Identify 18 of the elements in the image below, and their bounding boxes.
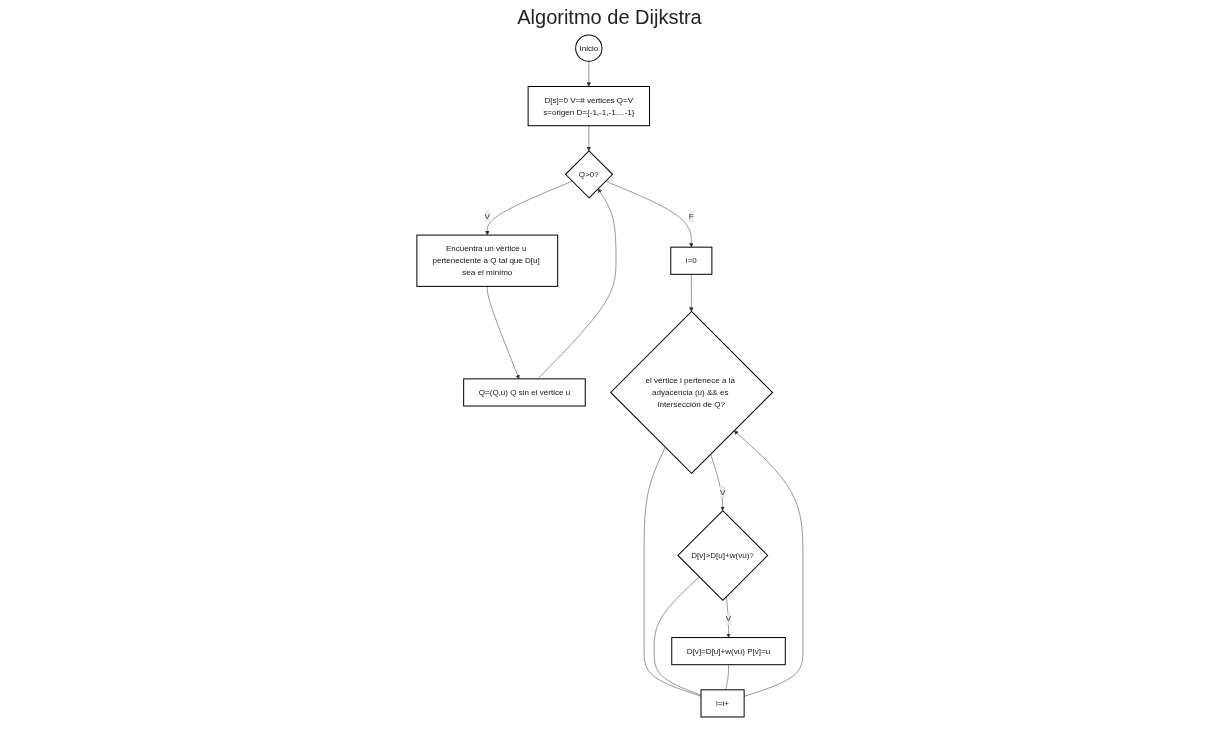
edge-label: V	[725, 614, 731, 623]
node-box: Encuentra un vértice u perteneciente a Q tal que D[u] sea el mínimo	[416, 234, 558, 287]
edge-label: F	[688, 211, 694, 221]
node-circle: Inicio	[574, 34, 603, 62]
node-box: D[v]=D[u]+w(vu) P[v]=u	[670, 637, 786, 666]
node-box: i=0	[669, 246, 712, 275]
node-diamond: Q>0?	[564, 150, 613, 199]
edge-label: V	[719, 487, 725, 497]
node-diamond: el vértice i pertenece a la adyacencia (u) && es intersección de Q?	[609, 310, 773, 475]
node-box: i=i+	[700, 689, 745, 718]
edge-label: V	[484, 211, 490, 221]
connector	[725, 664, 729, 691]
node-diamond: D[v]>D[u]+w(vu)?	[676, 509, 768, 602]
node-box: D[s]=0 V=# vértices Q=V s=origen D={-1,-1,-1....-1}	[527, 85, 650, 127]
diagram-title: Algoritmo de Dijkstra	[516, 6, 703, 29]
connector	[653, 576, 701, 696]
node-box: Q=(Q,u) Q sin el vértice u	[462, 378, 586, 407]
connector	[643, 447, 701, 697]
